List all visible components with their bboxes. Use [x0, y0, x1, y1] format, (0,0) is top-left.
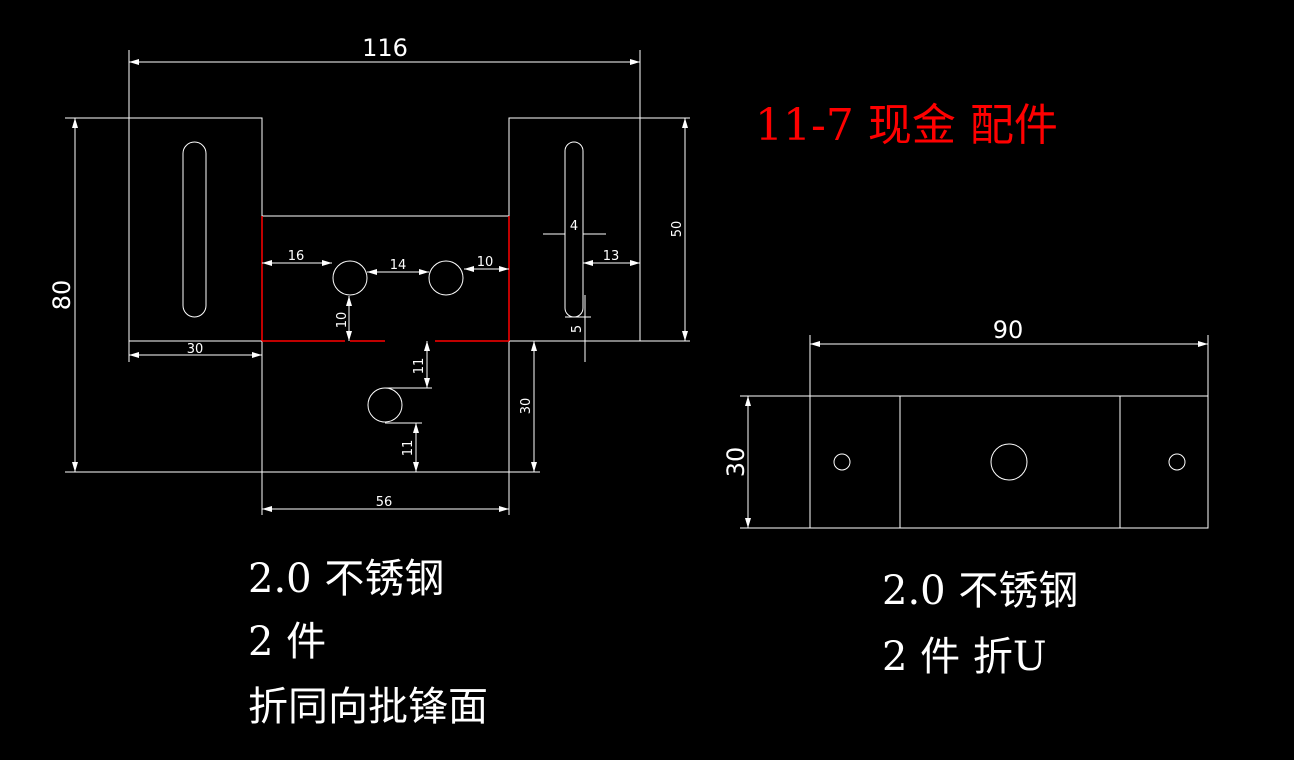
part1-notes-2-label: 折同向批锋面	[248, 684, 488, 730]
drawing-title: 11-7 现金 配件	[755, 100, 1058, 151]
part1-dims-hole_gap-label: 14	[390, 258, 407, 273]
part2-dims-height-label: 30	[722, 447, 750, 478]
part1-dims-slot_edge-label: 13	[603, 249, 620, 264]
part1-notes: 2.0 不锈钢 2 件 折同向批锋面	[248, 556, 488, 730]
part2-dimensions: 90 30	[722, 316, 1209, 529]
part1-dims-overall_width-label: 116	[362, 34, 408, 62]
part2-notes-0-label: 2.0 不锈钢	[882, 568, 1078, 614]
part1-dims-hole_top-label: 11	[412, 358, 427, 375]
part1-dims-hole_right-label: 10	[477, 255, 494, 270]
part1-notes-1-label: 2 件	[248, 619, 326, 665]
part1-dims-height-label: 80	[48, 280, 76, 311]
part2-outline	[809, 395, 1209, 529]
hole-3	[367, 387, 403, 423]
part1-dims-slot_bottom-label: 5	[570, 325, 585, 333]
slot-left	[182, 141, 207, 318]
part1-outline	[128, 117, 641, 473]
part2-notes-1-label: 2 件 折U	[882, 634, 1047, 680]
part1-dims-hole_left-label: 16	[288, 249, 305, 264]
part1-dims-hole_bottom-label: 10	[335, 312, 350, 329]
part2-notes: 2.0 不锈钢 2 件 折U	[882, 568, 1078, 680]
part1-dims-lower_width-label: 56	[376, 495, 393, 510]
part2-dims-width-label: 90	[993, 316, 1024, 344]
part1-dims-hole_lower-label: 11	[401, 440, 416, 457]
hole-right	[1168, 453, 1186, 471]
part1-dims-tab_height-label: 50	[670, 221, 685, 238]
part1-dims-lower_height-label: 30	[519, 398, 534, 415]
hole-left	[833, 453, 851, 471]
hole-2	[428, 260, 464, 296]
part1-dims-slot_width-label: 4	[570, 219, 578, 234]
part1-dimensions: 116 80 30 56 50 30 16 14 10 10 4 13 5 11	[48, 34, 690, 515]
hole-center	[990, 443, 1028, 481]
hole-1	[332, 260, 368, 296]
part1-notes-0-label: 2.0 不锈钢	[248, 556, 444, 602]
part1-dims-tab_width-label: 30	[187, 342, 204, 357]
